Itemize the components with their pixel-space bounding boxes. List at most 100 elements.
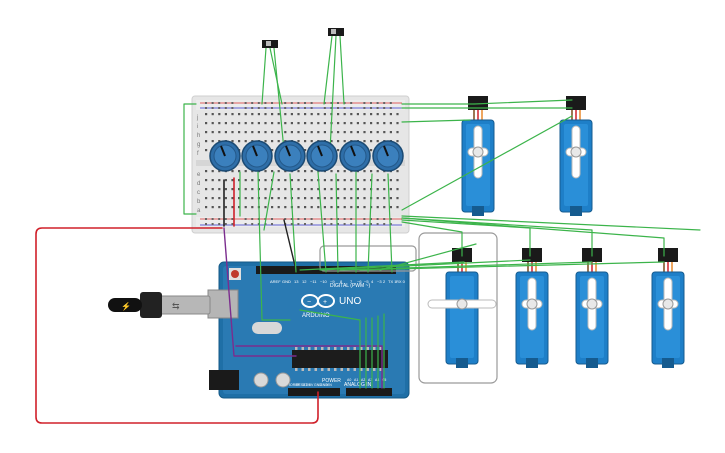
wires — [35, 35, 701, 424]
pin-label: 3.3V — [303, 383, 311, 387]
signal-wire — [359, 261, 665, 271]
pin-label: IOREF — [289, 383, 300, 387]
pin-label: TX 1 — [388, 279, 397, 284]
slide-switch[interactable] — [262, 40, 278, 48]
row-letter: c — [197, 190, 200, 196]
servo-group — [427, 96, 685, 368]
pin-label: AREF — [270, 279, 281, 284]
potentiometer-knob[interactable] — [209, 140, 241, 172]
analog-wire — [223, 227, 297, 357]
signal-wire — [339, 35, 345, 105]
pin-label: ~5 — [364, 279, 369, 284]
servo-motor[interactable] — [515, 248, 549, 368]
pin-label: ~3 — [377, 279, 382, 284]
arduino-logo: − + — [301, 294, 335, 308]
signal-wire — [269, 47, 283, 105]
power-wire — [35, 227, 319, 424]
servo-motor[interactable] — [651, 248, 685, 368]
signal-wire — [339, 261, 593, 271]
breadboard-row-letters: j i h g f e d c b a — [196, 115, 201, 214]
potentiometer-knob[interactable] — [339, 140, 371, 172]
signal-wire — [273, 47, 285, 151]
row-letter: i — [197, 124, 198, 130]
signal-wire — [329, 35, 337, 151]
pin-label: GND — [320, 383, 328, 387]
potentiometer-knob[interactable] — [241, 140, 273, 172]
pin-label: GND — [282, 279, 291, 284]
pin-label: 13 — [294, 279, 299, 284]
pin-label: A4 — [375, 378, 379, 382]
reset-button[interactable] — [229, 268, 241, 280]
pin-label: A3 — [368, 378, 372, 382]
row-letter: a — [197, 208, 201, 214]
usb-connector: ⇆ ⚡ — [108, 289, 239, 319]
selection-frame — [418, 232, 498, 384]
power-header — [288, 388, 340, 396]
row-letter: h — [197, 133, 200, 139]
signal-wire — [183, 103, 197, 215]
breadboard-holes — [205, 102, 399, 225]
potentiometer-knob[interactable] — [306, 140, 338, 172]
signal-wire — [367, 173, 373, 273]
pin-label: RX 0 — [396, 279, 406, 284]
crystal-oscillator — [252, 322, 282, 334]
signal-wire — [289, 173, 297, 273]
pin-label: ~6 — [357, 279, 362, 284]
power-pin-labels: IOREF RESET 3.3V 5V GND GND VIN — [289, 383, 332, 387]
signal-wire — [401, 119, 471, 123]
atmega-chip — [292, 347, 388, 371]
pin-label: 7 — [350, 279, 353, 284]
potentiometer-knob[interactable] — [274, 140, 306, 172]
signal-wire — [319, 259, 531, 271]
pin-label: 8 — [340, 279, 343, 284]
usb-icon: ⇆ — [172, 301, 180, 311]
pin-label: A0 — [347, 378, 351, 382]
pin-label: A1 — [354, 378, 358, 382]
pin-label: 2 — [383, 279, 386, 284]
row-letter: d — [197, 181, 200, 187]
signal-wire — [387, 173, 393, 273]
signal-wire — [263, 171, 275, 231]
svg-text:−: − — [307, 299, 311, 306]
pin-label: ~11 — [310, 279, 317, 284]
row-letter: j — [196, 115, 198, 121]
pin-label: 5V — [309, 383, 314, 387]
ground-wire — [283, 219, 297, 271]
signal-wire — [323, 35, 333, 105]
analog-wire — [235, 345, 383, 389]
pin-label: 4 — [371, 279, 374, 284]
pin-label: ~9 — [330, 279, 335, 284]
signal-wire — [317, 171, 327, 273]
signal-wire — [261, 47, 267, 105]
analog-header — [346, 388, 392, 396]
signal-wire — [379, 243, 477, 271]
pin-label: ~10 — [320, 279, 328, 284]
model-label: UNO — [339, 296, 361, 307]
capacitor — [275, 372, 291, 388]
row-letter: b — [197, 199, 201, 205]
servo-motor[interactable] — [427, 248, 497, 368]
lightning-icon: ⚡ — [121, 301, 131, 311]
signal-wire — [335, 173, 339, 273]
potentiometer-knob[interactable] — [372, 140, 404, 172]
signal-wire — [401, 217, 665, 257]
digital-label: DIGITAL (PWM ~) — [330, 283, 370, 289]
servo-motor[interactable] — [559, 96, 593, 216]
pin-label: VIN — [326, 383, 332, 387]
row-letter: g — [197, 142, 200, 148]
signal-wire — [401, 115, 573, 211]
signal-wire — [299, 261, 465, 271]
digital-pin-labels: AREF GND 13 12 ~11 ~10 ~9 8 7 ~6 ~5 4 ~3… — [270, 279, 406, 284]
servo-motor[interactable] — [575, 248, 609, 368]
arduino-uno-board[interactable]: ⇆ ⚡ − + ARDUINO UNO DIG — [108, 261, 410, 399]
arduino-logo-text: ARDUINO — [302, 313, 330, 319]
row-letter: e — [197, 172, 201, 178]
pin-label: A2 — [361, 378, 365, 382]
svg-text:+: + — [323, 299, 327, 306]
signal-wire — [473, 99, 573, 105]
slide-switch[interactable] — [328, 28, 344, 36]
potentiometer-group — [209, 140, 404, 172]
servo-motor[interactable] — [461, 96, 495, 216]
signal-wire — [401, 215, 701, 231]
